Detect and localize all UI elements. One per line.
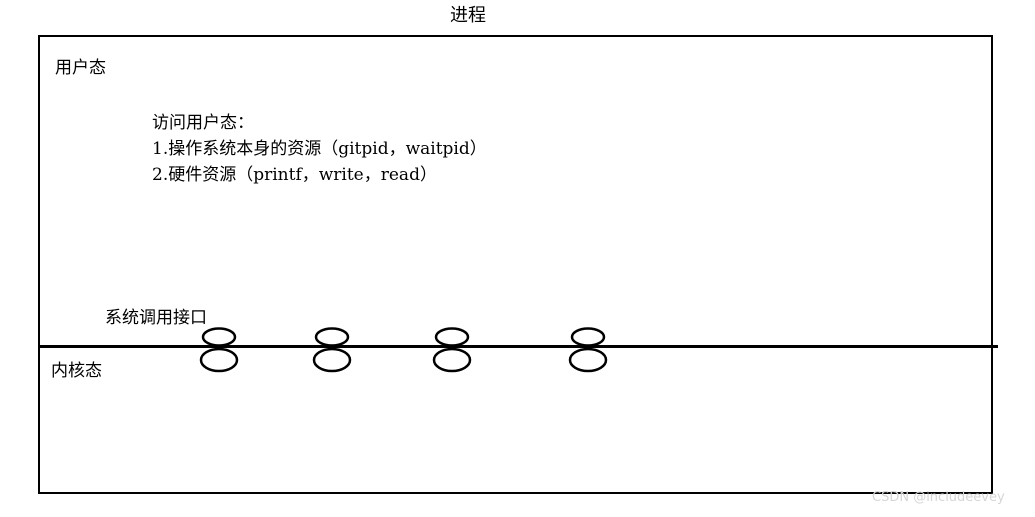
user-mode-label: 用户态	[55, 58, 106, 78]
kernel-mode-label: 内核态	[51, 361, 102, 381]
access-item-os-resources: 1.操作系统本身的资源（gitpid，waitpid）	[152, 139, 487, 159]
watermark: CSDN @includeevey	[872, 490, 1005, 505]
user-kernel-boundary-line	[38, 345, 998, 348]
syscall-interface-label: 系统调用接口	[105, 308, 207, 328]
access-heading: 访问用户态：	[152, 113, 254, 133]
access-description: 访问用户态： 1.操作系统本身的资源（gitpid，waitpid） 2.硬件资…	[152, 110, 487, 188]
diagram-title: 进程	[450, 5, 486, 26]
access-item-hardware-resources: 2.硬件资源（printf，write，read）	[152, 165, 437, 185]
process-box	[38, 35, 993, 494]
